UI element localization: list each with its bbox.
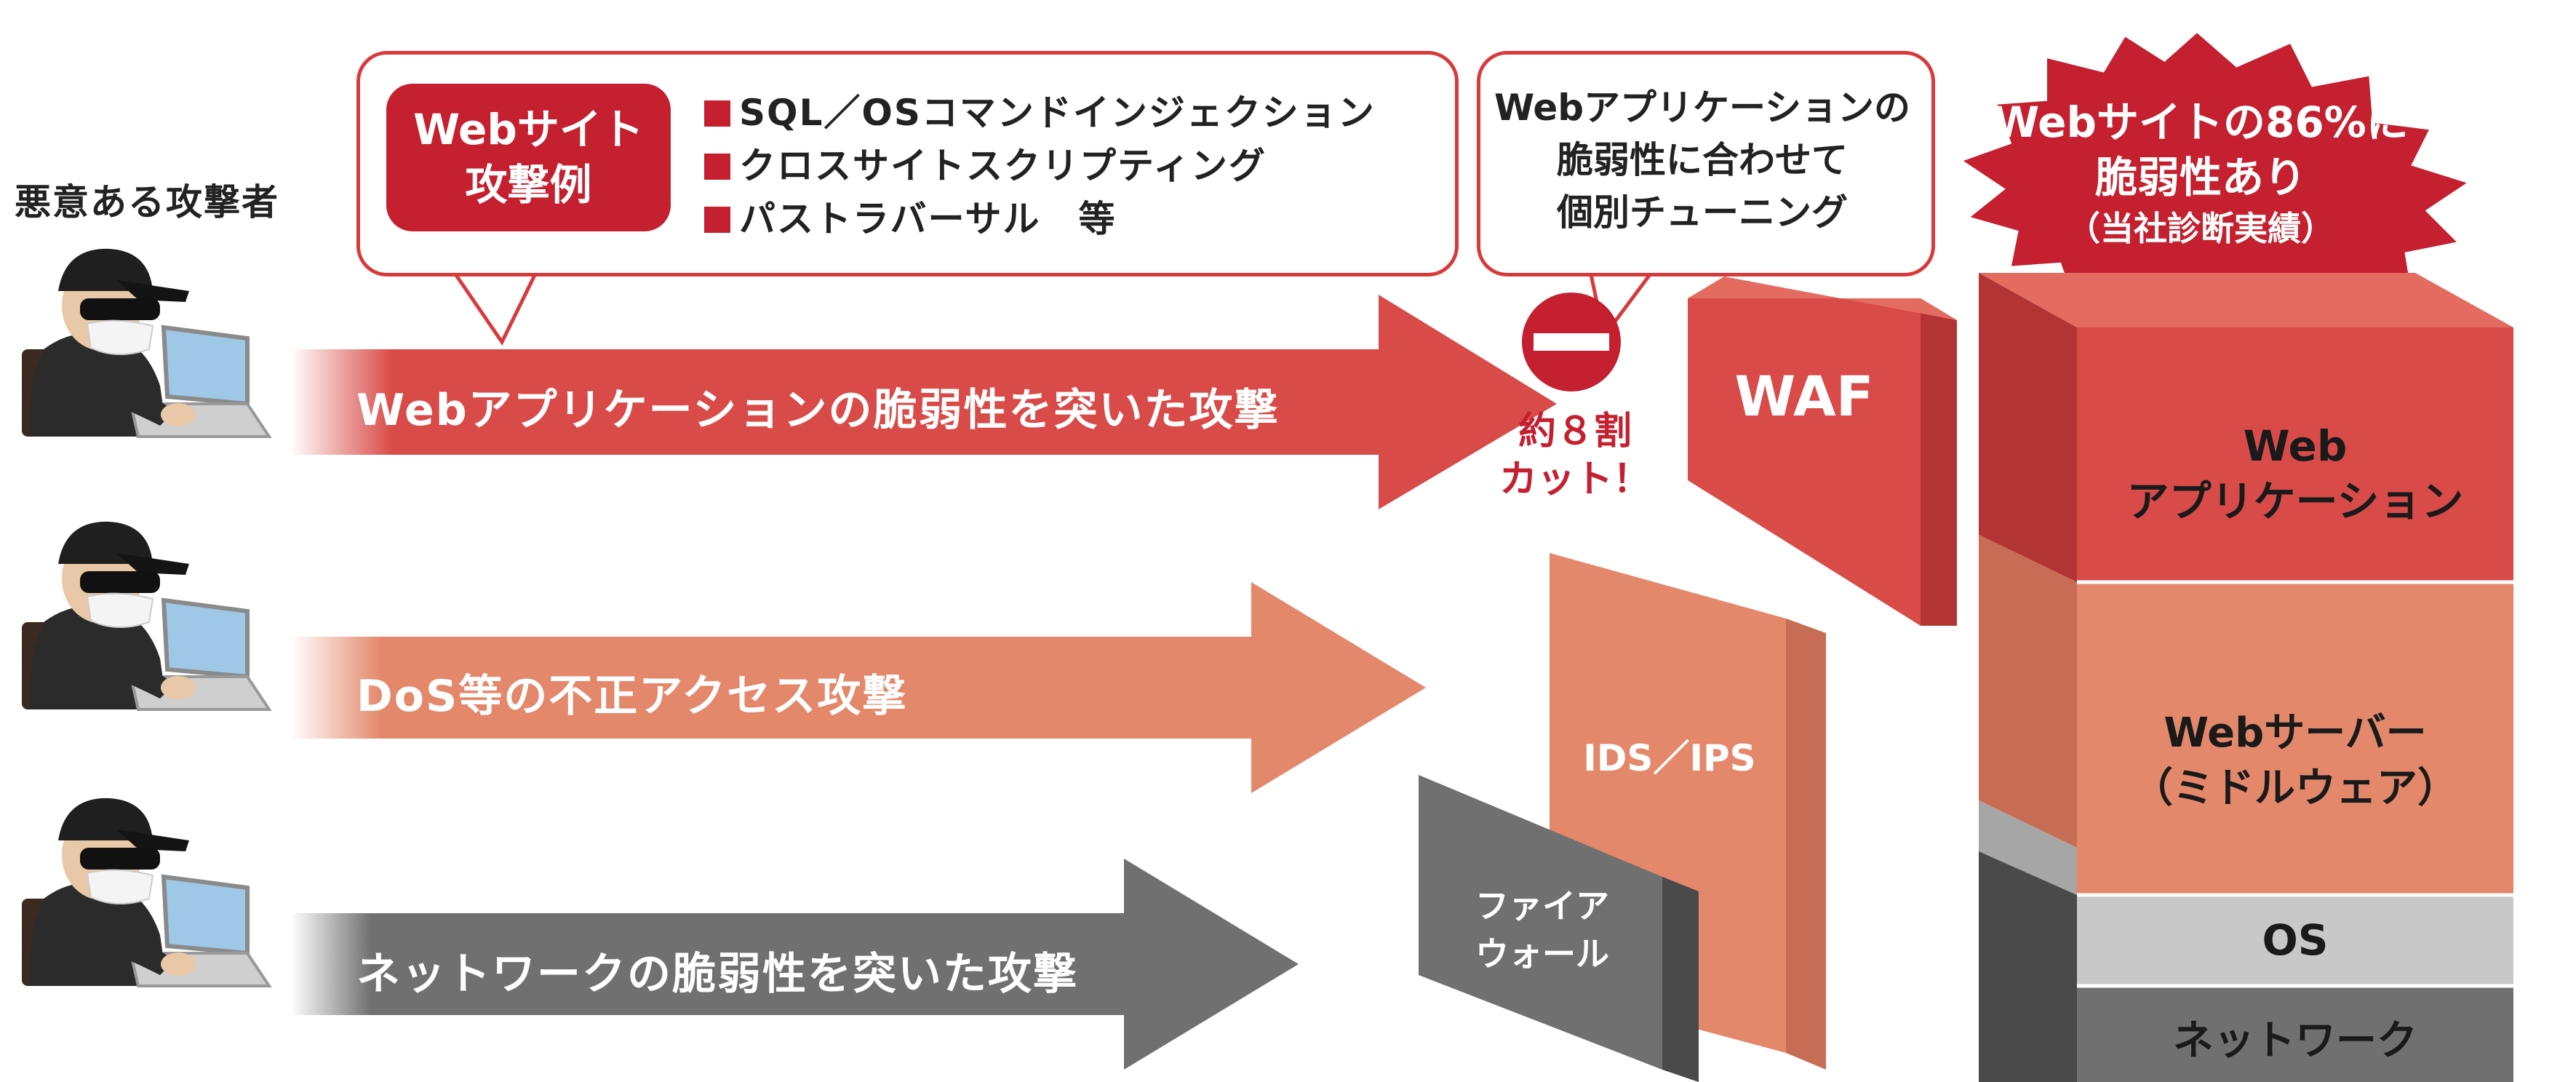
attack-examples-title-line1: Webサイト [413, 105, 644, 155]
attack-label-network: ネットワークの脆弱性を突いた攻撃 [356, 949, 1078, 1000]
firewall-wall-front [1419, 775, 1662, 1070]
firewall-label: ファイア ウォール [1475, 886, 1609, 974]
cut-label: 約８割 カット！ [1499, 410, 1651, 501]
attacker-figure-2 [22, 522, 269, 709]
bullet-square-icon [704, 207, 730, 233]
layer-web-application [2077, 327, 2513, 582]
layer-label-os: OS [2262, 915, 2329, 965]
attack-examples-title: Webサイト 攻撃例 [386, 84, 671, 231]
layer-web-server [2077, 582, 2513, 895]
ids-ips-wall-side [1786, 618, 1826, 1070]
attack-examples-callout-tail [447, 266, 542, 346]
starburst-text: Webサイトの86%に 脆弱性あり （当社診断実績） [1964, 95, 2437, 252]
waf-label: WAF [1734, 364, 1874, 429]
waf-callout [1477, 51, 1935, 277]
attack-example-item-1: SQL／OSコマンドインジェクション [704, 84, 1376, 136]
attacker-figure-3 [22, 798, 269, 986]
attack-arrow-network [291, 859, 1299, 1070]
layer-os [2077, 895, 2513, 986]
attacker-label: 悪意ある攻撃者 [15, 181, 279, 223]
waf-callout-text: Webアプリケーションの 脆弱性に合わせて 個別チューニング [1494, 87, 1911, 234]
attack-label-web-app: Webアプリケーションの脆弱性を突いた攻撃 [356, 385, 1280, 436]
attack-examples-title-line2: 攻撃例 [465, 159, 592, 210]
bullet-square-icon [704, 154, 730, 180]
attack-label-dos: DoS等の不正アクセス攻撃 [356, 671, 908, 722]
attack-arrow-dos [291, 582, 1426, 793]
waf-wall-side [1921, 298, 1957, 626]
attack-example-item-2: クロスサイトスクリプティング [704, 137, 1267, 189]
layer-label-network: ネットワーク [2173, 1017, 2417, 1065]
attack-arrow-web-app [291, 295, 1557, 509]
ids-ips-label: IDS／IPS [1583, 737, 1756, 779]
layer-network [2077, 986, 2513, 1082]
waf-wall-front [1688, 298, 1921, 626]
layer-label-web-server: Webサーバー （ミドルウェア） [2132, 709, 2458, 812]
starburst-line1: Webサイトの86%に [1993, 98, 2409, 147]
attack-example-item-3: パストラバーサル 等 [704, 190, 1117, 242]
starburst-line2: 脆弱性あり [2094, 153, 2306, 202]
bullet-square-icon [704, 100, 730, 127]
firewall-wall-side [1662, 877, 1699, 1082]
layer-label-web-app: Web アプリケーション [2126, 421, 2464, 526]
starburst-line3: （当社診断実績） [2067, 209, 2334, 248]
attacker-figure-1 [22, 249, 269, 437]
